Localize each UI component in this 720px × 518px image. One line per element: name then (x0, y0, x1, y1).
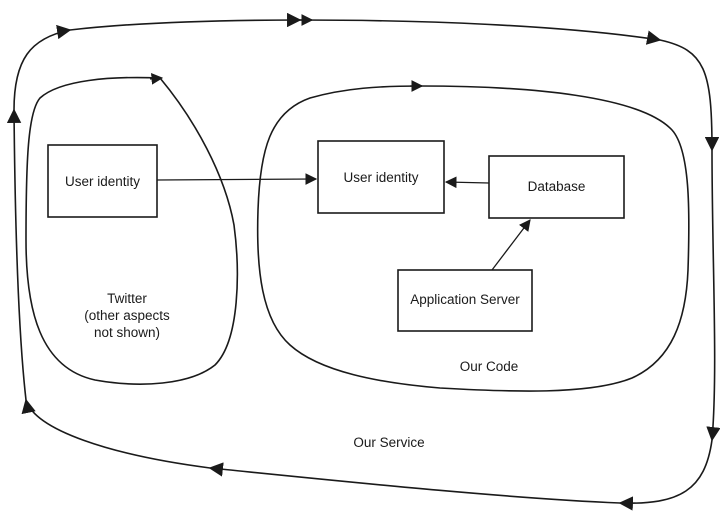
database-to-identity-arrow (444, 176, 490, 189)
twitter-direction-arrow (149, 73, 164, 85)
app-server-to-database-arrow (491, 219, 531, 271)
twitter-region (25, 76, 239, 385)
twitter-to-our-identity-arrow (156, 173, 318, 185)
twitter-region-label-line2: (other aspects (84, 308, 170, 323)
twitter-region-label-line1: Twitter (107, 291, 147, 306)
application-server-box: Application Server (397, 269, 533, 332)
our-code-region-label: Our Code (460, 359, 519, 374)
our-service-region-label: Our Service (353, 435, 424, 450)
database-label: Database (528, 179, 586, 194)
twitter-user-identity-label: User identity (65, 174, 140, 189)
twitter-region-label-line3: not shown) (94, 325, 160, 340)
our-user-identity-box: User identity (317, 140, 445, 214)
twitter-user-identity-box: User identity (47, 144, 158, 218)
our-code-region (256, 85, 690, 392)
application-server-label: Application Server (410, 292, 520, 307)
database-box: Database (488, 155, 625, 219)
our-service-region (14, 20, 715, 503)
our-user-identity-label: User identity (343, 170, 418, 185)
